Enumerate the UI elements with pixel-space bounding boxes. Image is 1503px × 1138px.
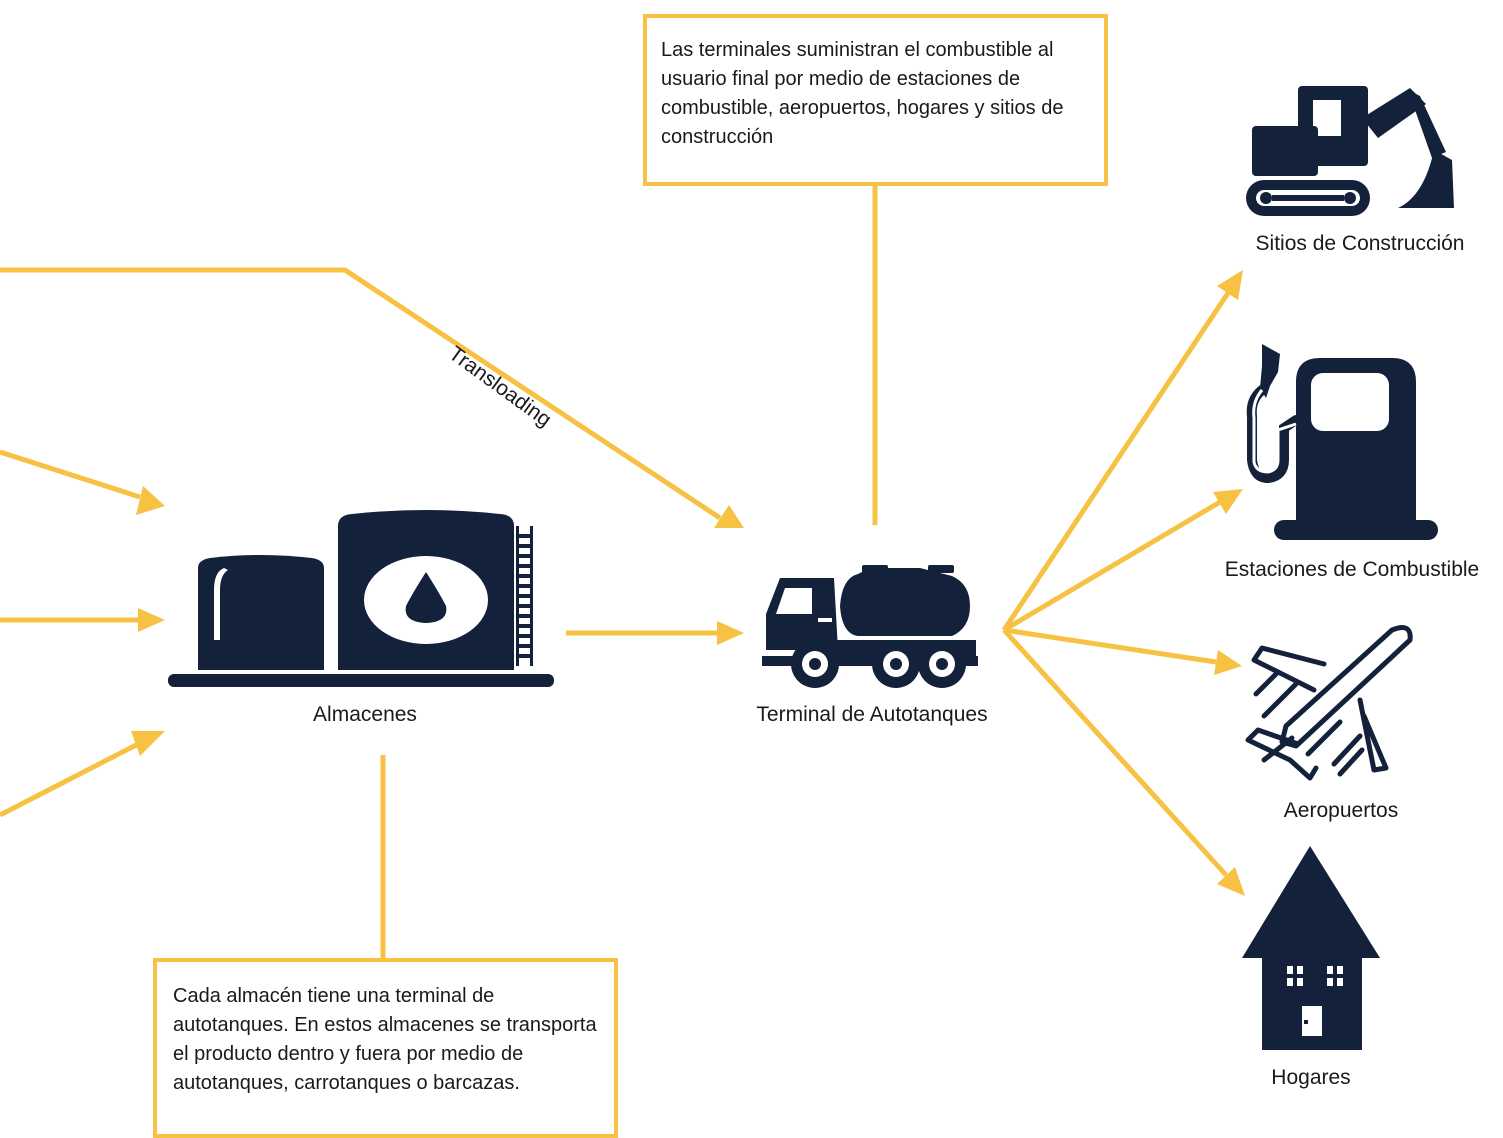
arrowhead — [1217, 270, 1243, 300]
arrowhead — [138, 608, 165, 632]
transloading-path — [0, 267, 722, 521]
node-label-almacenes: Almacenes — [313, 703, 417, 726]
house-icon — [1242, 846, 1380, 1050]
callout-almacen: Cada almacén tiene una terminal de autot… — [153, 958, 618, 1138]
arrowhead — [131, 731, 165, 756]
node-label-estaciones: Estaciones de Combustible — [1224, 558, 1480, 581]
arrow-in-lower — [0, 740, 142, 818]
node-label-terminal: Terminal de Autotanques — [756, 703, 988, 726]
arrowhead — [714, 505, 744, 528]
callout-terminal: Las terminales suministran el combustibl… — [643, 14, 1108, 186]
arrow-in-upper — [0, 449, 141, 500]
arrowhead — [1217, 867, 1245, 896]
arrow-to-airport — [1003, 627, 1217, 665]
arrow-to-construction — [1001, 291, 1231, 632]
arrow-to-homes — [1002, 628, 1228, 877]
arrowhead — [717, 621, 744, 645]
node-label-construccion: Sitios de Construcción — [1255, 232, 1465, 255]
node-label-aeropuertos: Aeropuertos — [1283, 799, 1399, 822]
arrowhead — [136, 486, 165, 515]
arrow-to-fuel-station — [1002, 499, 1222, 633]
arrowhead — [1214, 650, 1242, 675]
storage-tanks-icon — [168, 510, 554, 687]
airplane-icon — [1245, 625, 1413, 781]
fuel-pump-icon — [1246, 344, 1438, 540]
excavator-icon — [1246, 86, 1454, 216]
arrowhead — [1213, 489, 1243, 514]
node-label-hogares: Hogares — [1271, 1066, 1351, 1089]
tanker-truck-icon — [762, 565, 978, 688]
